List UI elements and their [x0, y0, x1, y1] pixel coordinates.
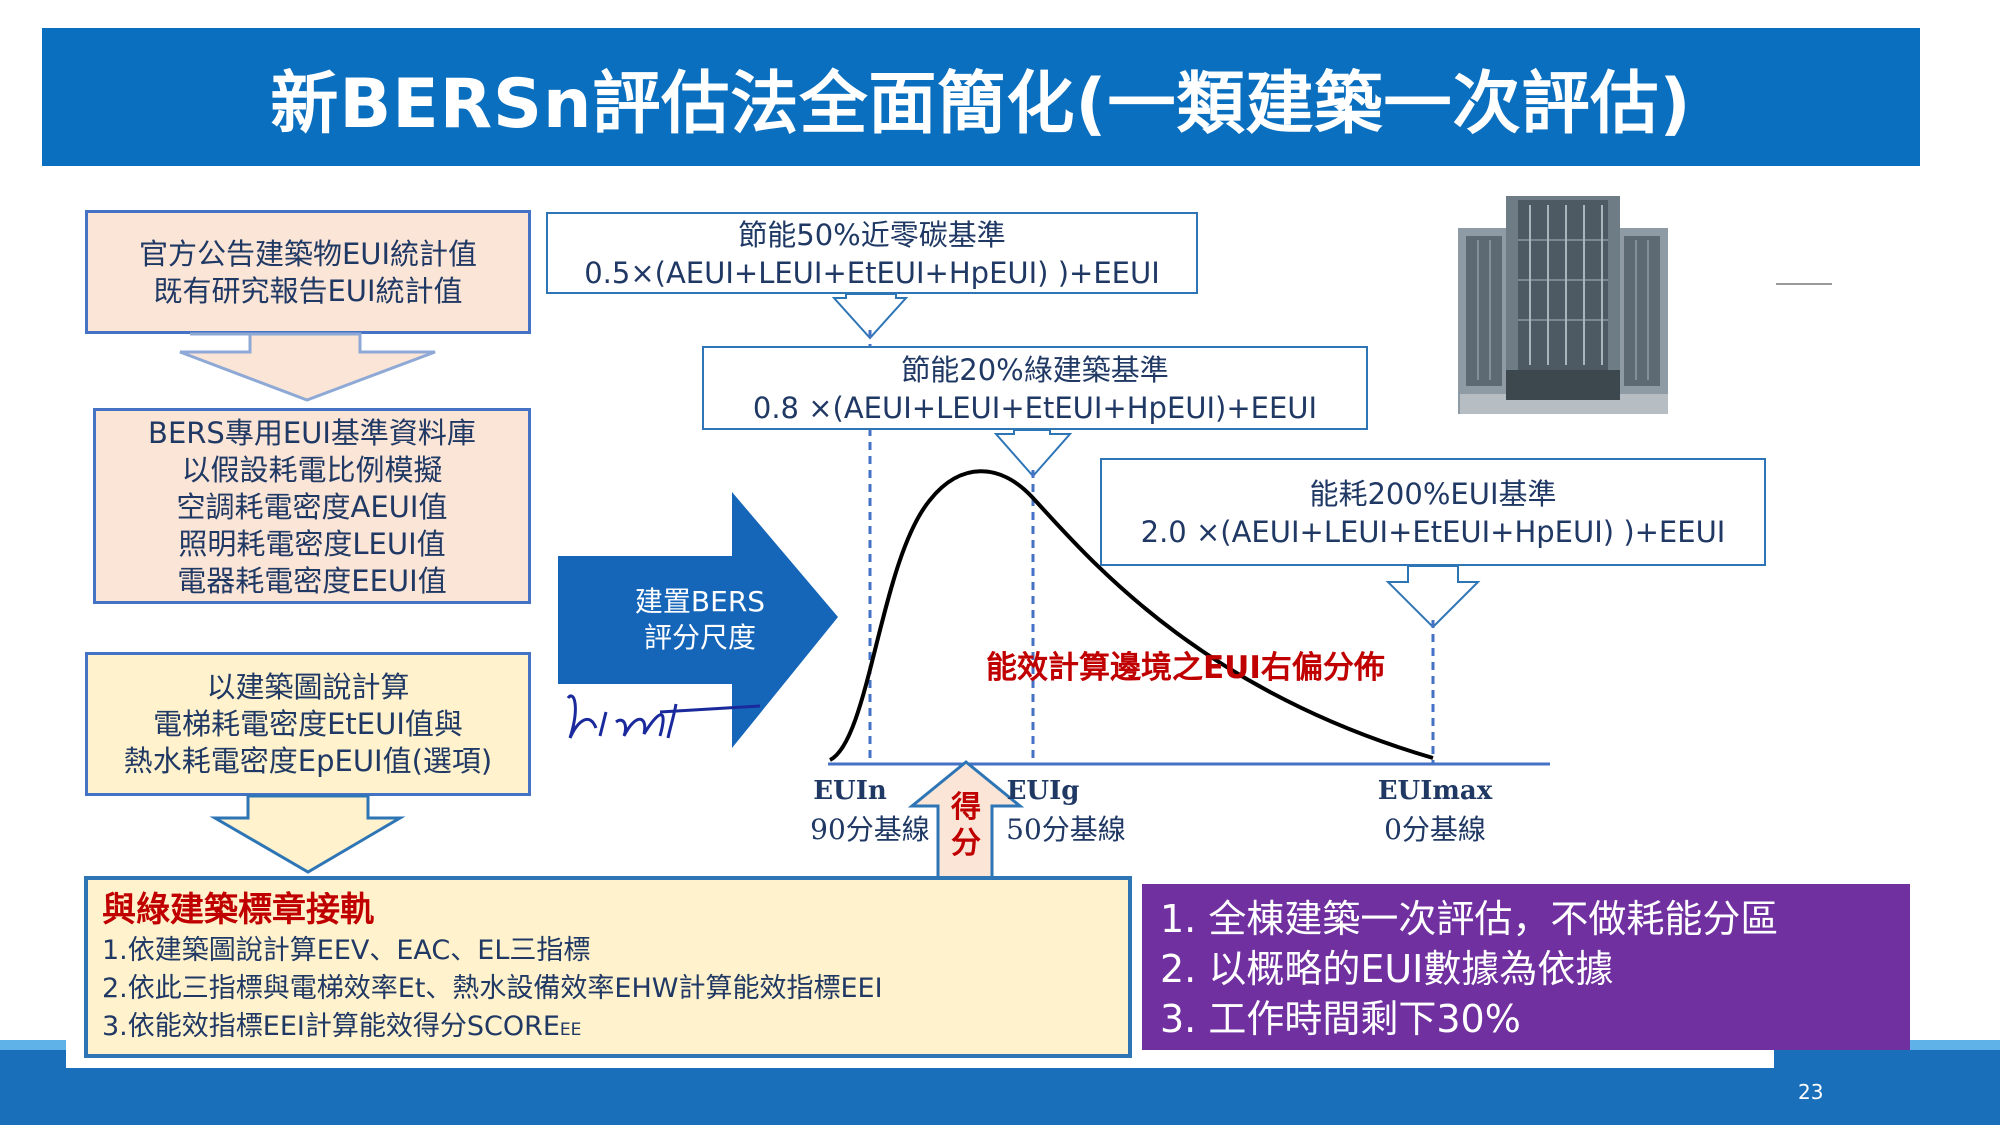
calc-line-3: 熱水耗電密度EpEUI值(選項)	[123, 744, 493, 778]
calc-line-2: 電梯耗電密度EtEUI值與	[153, 707, 463, 741]
build-bers-label: 建置BERS 評分尺度	[600, 584, 800, 656]
signature-mark	[566, 694, 761, 739]
database-line-2: 以假設耗電比例模擬	[181, 453, 443, 487]
database-line-1: BERS專用EUI基準資料庫	[148, 416, 476, 450]
green-box-item-3-sub: EE	[559, 1020, 582, 1040]
green-box-item-1: 1.依建築圖說計算EEV、EAC、EL三指標	[102, 935, 591, 966]
formula-box-20: 節能20%綠建築基準 0.8 ×(AEUI+LEUI+EtEUI+HpEUI)+…	[702, 346, 1368, 430]
page-number: 23	[1798, 1080, 1824, 1104]
database-line-5: 電器耗電密度EEUI值	[177, 564, 447, 598]
summary-box: 1. 全棟建築一次評估，不做耗能分區 2. 以概略的EUI數據為依據 3. 工作…	[1142, 884, 1910, 1050]
euimax-baseline: 0分基線	[1384, 813, 1486, 846]
formula-200-expr: 2.0 ×(AEUI+LEUI+EtEUI+HpEUI) )+EEUI	[1140, 515, 1726, 549]
euin-label: EUIn 90分基線	[800, 776, 940, 848]
euig-name: EUIg	[1006, 776, 1080, 806]
curve-caption: 能效計算邊境之EUI右偏分佈	[986, 650, 1385, 686]
page-title: 新BERSn評估法全面簡化(一類建築一次評估)	[270, 64, 1692, 144]
green-box-item-2: 2.依此三指標與電梯效率Et、熱水設備效率EHW計算能效指標EEI	[102, 973, 883, 1004]
calc-line-1: 以建築圖說計算	[206, 670, 410, 704]
summary-item-2: 2. 以概略的EUI數據為依據	[1160, 947, 1614, 991]
formula-box-200: 能耗200%EUI基準 2.0 ×(AEUI+LEUI+EtEUI+HpEUI)…	[1100, 458, 1766, 566]
callout-pointer-20	[993, 429, 1073, 478]
official-line-2: 既有研究報告EUI統計值	[153, 274, 463, 308]
official-eui-box: 官方公告建築物EUI統計值 既有研究報告EUI統計值	[85, 210, 531, 334]
database-line-4: 照明耗電密度LEUI值	[178, 527, 446, 561]
down-arrow-1	[179, 332, 436, 402]
euimax-name: EUImax	[1377, 776, 1493, 806]
score-arrow	[907, 760, 1025, 880]
callout-pointer-200	[1385, 565, 1481, 629]
euig-baseline: 50分基線	[1006, 813, 1126, 846]
euin-name: EUIn	[813, 776, 887, 806]
euin-baseline: 90分基線	[810, 813, 930, 846]
summary-item-3: 3. 工作時間剩下30%	[1160, 997, 1521, 1041]
score-label: 得 分	[944, 790, 988, 862]
formula-50-expr: 0.5×(AEUI+LEUI+EtEUI+HpEUI) )+EEUI	[584, 256, 1160, 290]
euig-label: EUIg 50分基線	[1000, 776, 1140, 848]
building-icon	[1458, 196, 1668, 414]
green-building-box: 與綠建築標章接軌 1.依建築圖說計算EEV、EAC、EL三指標 2.依此三指標與…	[84, 876, 1132, 1058]
euimax-label: EUImax 0分基線	[1374, 776, 1514, 848]
database-line-3: 空調耗電密度AEUI值	[176, 490, 448, 524]
green-box-item-3: 3.依能效指標EEI計算能效得分SCOREEE	[102, 1008, 1128, 1049]
formula-20-title: 節能20%綠建築基準	[901, 353, 1169, 387]
down-arrow-2	[209, 794, 406, 874]
bers-database-box: BERS專用EUI基準資料庫 以假設耗電比例模擬 空調耗電密度AEUI值 照明耗…	[93, 408, 531, 604]
build-bers-line-1: 建置BERS	[634, 585, 766, 618]
formula-200-title: 能耗200%EUI基準	[1309, 477, 1557, 511]
build-bers-line-2: 評分尺度	[643, 621, 756, 654]
official-line-1: 官方公告建築物EUI統計值	[138, 237, 478, 271]
build-bers-arrow	[558, 492, 838, 748]
green-box-item-3-text: 3.依能效指標EEI計算能效得分SCORE	[102, 1011, 560, 1042]
formula-50-title: 節能50%近零碳基準	[738, 218, 1006, 252]
formula-box-50: 節能50%近零碳基準 0.5×(AEUI+LEUI+EtEUI+HpEUI) )…	[546, 212, 1198, 294]
summary-item-1: 1. 全棟建築一次評估，不做耗能分區	[1160, 897, 1779, 941]
score-char-2: 分	[951, 826, 981, 861]
callout-pointer-50	[831, 293, 909, 340]
title-bar: 新BERSn評估法全面簡化(一類建築一次評估)	[42, 28, 1920, 166]
eui-distribution-curve	[828, 469, 1434, 762]
score-char-1: 得	[951, 790, 981, 825]
formula-20-expr: 0.8 ×(AEUI+LEUI+EtEUI+HpEUI)+EEUI	[752, 391, 1318, 425]
drawing-calc-box: 以建築圖說計算 電梯耗電密度EtEUI值與 熱水耗電密度EpEUI值(選項)	[85, 652, 531, 796]
green-box-heading: 與綠建築標章接軌	[102, 890, 374, 930]
